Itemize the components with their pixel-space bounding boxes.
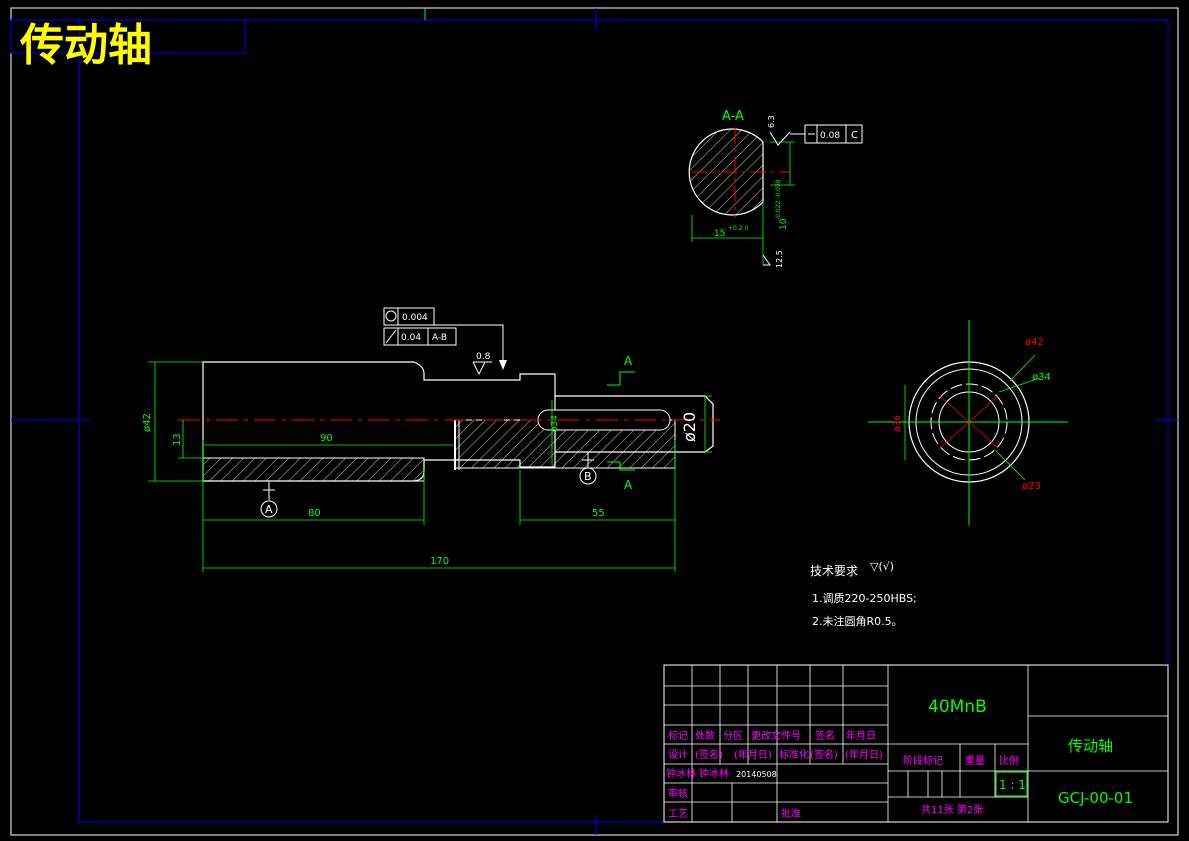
- section-mark-bottom: A: [624, 478, 633, 492]
- title-frame: [10, 19, 246, 54]
- scale-label: 比例: [999, 754, 1019, 767]
- section-width-dim: 15: [714, 229, 725, 239]
- header-nianyueri: 年月日: [846, 729, 876, 742]
- symmetry-value: 0.08: [820, 131, 840, 141]
- dim-170: 170: [430, 556, 449, 567]
- material: 40MnB: [928, 697, 987, 717]
- end-view: ø42 ø34 ø36 ø23: [868, 320, 1068, 525]
- roughness-symbol: [769, 131, 791, 146]
- roughness-top: 6.3: [767, 115, 776, 128]
- dim-dia-34: ø34: [550, 415, 560, 432]
- sheet-count: 共11张 第2张: [921, 803, 983, 816]
- dim-dia-42: ø42: [142, 413, 153, 432]
- row-qianming2: (签名): [810, 748, 838, 761]
- tolerance-frame-1: [383, 307, 435, 326]
- tolerance-frame-2: [383, 327, 457, 346]
- datum-a-circle: [260, 500, 278, 518]
- dim-80: 80: [308, 508, 321, 519]
- section-arrow-bottom: [607, 461, 635, 471]
- requirement-2: 2.未注圆角R0.5。: [812, 614, 903, 628]
- header-gengai: 更改文件号: [751, 729, 801, 742]
- section-depth-dim: 10: [779, 218, 789, 230]
- section-arrow-top: [607, 371, 635, 386]
- main-view: ø42 13 90 80 170 55 ø20 ø34 A B A A 0.8 …: [142, 307, 720, 572]
- requirements-heading: 技术要求: [810, 564, 858, 578]
- roughness-bottom: 12.5: [775, 250, 784, 268]
- section-width-tol: +0.2 0: [728, 225, 748, 232]
- symmetry-datum: C: [851, 130, 858, 141]
- cylindricity-icon: [385, 310, 397, 322]
- dim-13: 13: [172, 433, 183, 446]
- designer-name: 钟冰林: [666, 767, 696, 780]
- end-dia-36: ø36: [893, 415, 903, 432]
- section-aa-view: A-A 15 +0.2 0 10 -0.022 -0.058 6.3 12.5 …: [688, 109, 863, 268]
- header-biaoji: 标记: [668, 730, 688, 742]
- tolerance-datum-2: A-B: [432, 333, 447, 343]
- scale-value: 1 : 1: [999, 778, 1026, 792]
- weight-label: 重量: [965, 754, 985, 767]
- part-name: 传动轴: [1068, 737, 1113, 755]
- row-biaozhunhua: 标准化: [779, 748, 809, 761]
- dim-90: 90: [320, 433, 333, 444]
- drawing-title: 传动轴: [19, 20, 152, 71]
- drawing-number: GCJ-00-01: [1058, 789, 1133, 807]
- row-sheji: 设计: [668, 748, 688, 761]
- end-dia-34: ø34: [1032, 372, 1051, 383]
- header-fenqu: 分区: [723, 730, 743, 742]
- end-dia-42: ø42: [1025, 337, 1044, 348]
- section-label: A-A: [722, 109, 744, 124]
- requirement-1: 1.调质220-250HBS;: [812, 592, 917, 605]
- roughness-value: 0.8: [476, 352, 491, 362]
- row-nianyueri2: (年月日): [845, 748, 883, 761]
- datum-b-circle: [579, 467, 597, 485]
- row-pizhun: 批准: [781, 807, 801, 820]
- scale-box: [995, 771, 1028, 797]
- tolerance-value-2: 0.04: [401, 333, 421, 343]
- sheet-border: [10, 7, 1179, 836]
- section-depth-tol: -0.022 -0.058: [775, 179, 782, 220]
- datum-a-label: A: [265, 503, 273, 516]
- header-chushu: 处数: [695, 729, 715, 742]
- shaft-small-end: [555, 395, 714, 453]
- runout-icon: [385, 329, 397, 344]
- row-nianyueri: (年月日): [734, 748, 772, 761]
- title-block-frame: [663, 664, 1169, 823]
- tolerance-arrow: [499, 360, 507, 370]
- row-gongyi: 工艺: [668, 808, 688, 820]
- end-dia-23: ø23: [1022, 481, 1041, 492]
- dim-55: 55: [592, 508, 605, 519]
- datum-b-label: B: [584, 470, 592, 483]
- stage-mark: 阶段标记: [903, 754, 943, 767]
- design-date: 20140508: [736, 770, 777, 779]
- header-qianming: 签名: [815, 729, 835, 742]
- row-shenhe: 审核: [668, 787, 688, 800]
- roughness-symbol: [472, 361, 486, 376]
- inner-frame: [78, 19, 1169, 823]
- designer-name-2: 钟冰林: [699, 767, 729, 780]
- roughness-note: ▽(√): [870, 560, 894, 573]
- tolerance-leader: [434, 324, 504, 362]
- tolerance-value-1: 0.004: [402, 313, 428, 323]
- dim-dia-20: ø20: [680, 412, 699, 442]
- row-qianming: (签名): [695, 748, 723, 761]
- title-block: 40MnB 传动轴 GCJ-00-01 标记 处数 分区 更改文件号 签名 年月…: [663, 664, 1169, 823]
- section-hatch: [202, 457, 425, 482]
- section-mark-top: A: [624, 354, 633, 368]
- roughness-symbol: [762, 254, 771, 266]
